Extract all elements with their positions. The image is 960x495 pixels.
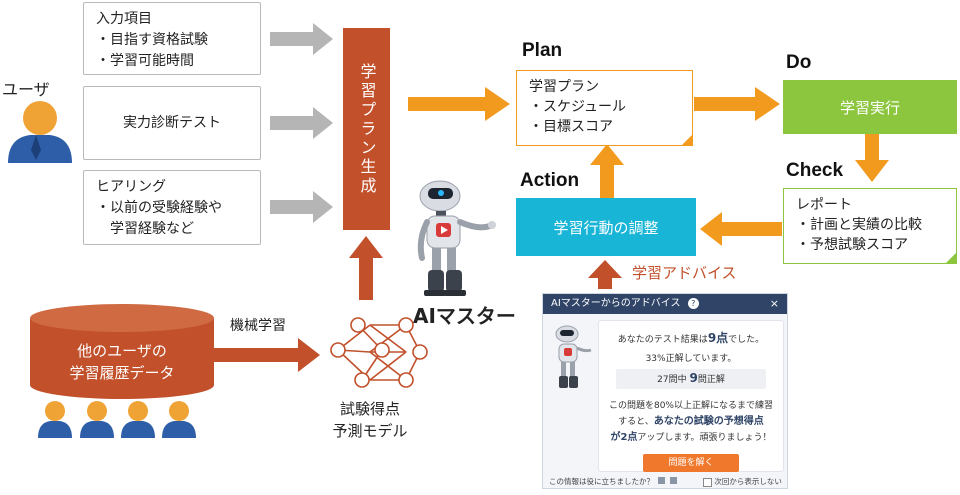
advice-panel-header: AIマスターからのアドバイス ? × xyxy=(543,294,787,314)
database-label-line: 他のユーザの xyxy=(77,342,167,360)
advice-msg1-pre: あなたのテスト結果は xyxy=(617,335,708,345)
advice-msg1: あなたのテスト結果は9点でした。 xyxy=(599,329,783,346)
robot-illustration xyxy=(417,180,496,296)
action-box-label: 学習行動の調整 xyxy=(553,218,659,237)
note-fold-icon xyxy=(945,252,957,264)
do-not-show-label: 次回から表示しない xyxy=(714,477,782,486)
ml-label: 機械学習 xyxy=(230,318,286,334)
thumbs-down-icon[interactable] xyxy=(669,477,677,484)
orange-arrow-to-plan-up xyxy=(590,144,624,198)
robot-label: AIマスター xyxy=(413,304,516,328)
user-icon xyxy=(8,101,72,163)
neural-network-icon xyxy=(330,317,428,388)
advice-arrow xyxy=(588,260,622,289)
plan-note-title: 学習プラン xyxy=(529,79,599,95)
advice-stat-post: 問正解 xyxy=(697,375,725,385)
database-label-line: 学習履歴データ xyxy=(69,364,175,382)
input-box-items-bullet: ・目指す資格試験 xyxy=(96,32,208,48)
advice-footer-question: この情報は役に立ちましたか？ xyxy=(549,476,677,487)
check-note-bullet: ・予想試験スコア xyxy=(796,237,908,253)
do-not-show-option[interactable]: 次回から表示しない xyxy=(703,476,782,487)
advice-card: あなたのテスト結果は9点でした。 33%正解しています。 27問中 9問正解 こ… xyxy=(598,320,784,472)
input-box-items-bullet: ・学習可能時間 xyxy=(96,53,194,69)
note-fold-icon xyxy=(681,134,693,146)
advice-msg1-post: でした。 xyxy=(728,335,765,345)
phase-plan: Plan xyxy=(522,40,563,61)
plan-note-bullet: ・スケジュール xyxy=(529,99,627,115)
orange-arrow-to-plan xyxy=(408,87,510,121)
advice-text-pre: すると、 xyxy=(618,417,654,427)
input-box-hearing: ヒアリング ・以前の受験経験や 学習経験など xyxy=(83,170,261,245)
advice-footer-question-text: この情報は役に立ちましたか？ xyxy=(549,477,654,486)
advice-stat: 27問中 9問正解 xyxy=(616,369,766,389)
input-box-items: 入力項目 ・目指す資格試験 ・学習可能時間 xyxy=(83,2,261,75)
database-label: 他のユーザの 学習履歴データ xyxy=(40,340,204,384)
input-box-diagnostic-title: 実力診断テスト xyxy=(123,114,221,131)
advice-text-line: この問題を80%以上正解になるまで練習 xyxy=(608,401,773,411)
input-box-diagnostic: 実力診断テスト xyxy=(83,86,261,160)
do-box: 学習実行 xyxy=(783,80,957,134)
brown-arrow-right xyxy=(212,338,320,372)
phase-action: Action xyxy=(520,170,580,191)
check-note-bullet: ・計画と実績の比較 xyxy=(796,217,922,233)
advice-text-post: アップします。頑張りましょう！ xyxy=(637,433,772,443)
phase-check: Check xyxy=(786,160,844,181)
advice-stat-num: 9 xyxy=(689,371,698,385)
input-box-hearing-bullet: 学習経験など xyxy=(96,221,194,237)
plan-note: 学習プラン ・スケジュール ・目標スコア xyxy=(516,70,693,146)
checkbox[interactable] xyxy=(703,477,712,487)
input-box-hearing-bullet: ・以前の受験経験や xyxy=(96,200,222,216)
robot-avatar-icon xyxy=(555,325,592,388)
advice-text-line: が2点アップします。頑張りましょう！ xyxy=(599,430,783,446)
gray-arrow-3 xyxy=(270,191,333,223)
help-icon[interactable]: ? xyxy=(687,298,699,309)
advice-text-bold: あなたの試験の予想得点 xyxy=(653,416,764,427)
orange-arrow-to-check xyxy=(855,130,889,182)
advice-panel-title: AIマスターからのアドバイス xyxy=(551,298,681,309)
action-box: 学習行動の調整 xyxy=(516,198,696,256)
thumbs-up-icon[interactable] xyxy=(658,477,666,484)
plan-generator-label: 学習プラン生成 xyxy=(357,62,377,196)
advice-text-bold: が2点 xyxy=(610,432,638,443)
input-box-hearing-title: ヒアリング xyxy=(96,179,166,195)
phase-do: Do xyxy=(786,52,812,73)
advice-msg2: 33%正解しています。 xyxy=(645,354,737,364)
do-box-label: 学習実行 xyxy=(839,98,900,117)
users-group-icon xyxy=(38,401,196,438)
database-cylinder xyxy=(30,304,214,399)
advice-text-line: すると、あなたの試験の予想得点 xyxy=(599,414,783,430)
brown-arrow-up xyxy=(349,236,383,300)
plan-note-bullet: ・目標スコア xyxy=(529,119,613,135)
model-label-line: 試験得点 xyxy=(339,400,400,418)
advice-stat-pre: 27問中 xyxy=(657,375,687,385)
solve-problem-button[interactable]: 問題を解く xyxy=(643,454,739,472)
check-note: レポート ・計画と実績の比較 ・予想試験スコア xyxy=(783,188,957,264)
advice-text: この問題を80%以上正解になるまで練習 すると、あなたの試験の予想得点 が2点ア… xyxy=(599,398,783,446)
close-icon[interactable]: × xyxy=(769,297,779,310)
check-note-title: レポート xyxy=(796,197,852,213)
user-label: ユーザ xyxy=(2,80,50,99)
orange-arrow-to-do xyxy=(694,87,780,121)
model-label-line: 予測モデル xyxy=(332,422,408,440)
advice-arrow-label: 学習アドバイス xyxy=(632,264,737,282)
gray-arrow-2 xyxy=(270,107,333,139)
model-label: 試験得点 予測モデル xyxy=(320,398,420,442)
advice-score: 9点 xyxy=(707,331,729,345)
plan-generator: 学習プラン生成 xyxy=(343,28,390,230)
orange-arrow-to-action xyxy=(700,212,782,246)
gray-arrow-1 xyxy=(270,23,333,55)
advice-panel: AIマスターからのアドバイス ? × あなたのテスト結果は9点でした。 33%正… xyxy=(542,293,788,489)
input-box-items-title: 入力項目 xyxy=(96,11,152,27)
